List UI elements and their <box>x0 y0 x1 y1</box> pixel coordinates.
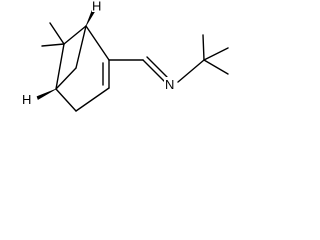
bond-methyl-upper <box>49 22 65 45</box>
wedge-bond-h-left <box>36 88 57 100</box>
bond-tbu-methyl-top <box>202 34 205 61</box>
bond-c4-c3 <box>75 87 110 112</box>
bond-bridge-to-c5 <box>55 43 65 90</box>
bond-c6-c5 <box>55 67 77 90</box>
label-mask-n <box>164 77 177 91</box>
bond-tbu-methyl-bottom <box>203 59 229 75</box>
bond-n-tbu <box>177 59 205 83</box>
bond-bridge-to-c1 <box>63 25 87 45</box>
bond-ch-n-double <box>146 56 168 78</box>
chemical-structure: H H N <box>22 0 229 112</box>
bond-methyl-lower <box>41 43 65 47</box>
bond-c5-c4 <box>55 88 77 112</box>
atom-label-nitrogen: N <box>165 77 174 92</box>
bond-c1-c2 <box>85 25 110 61</box>
bond-tbu-methyl-right <box>203 47 229 61</box>
bond-ch-n <box>142 59 166 83</box>
atom-label-h-left: H <box>22 92 31 107</box>
label-mask-h-top <box>92 0 103 12</box>
bond-c1-c6 <box>75 25 87 69</box>
label-mask-h-left <box>22 92 33 106</box>
atom-label-h-top: H <box>92 0 101 14</box>
